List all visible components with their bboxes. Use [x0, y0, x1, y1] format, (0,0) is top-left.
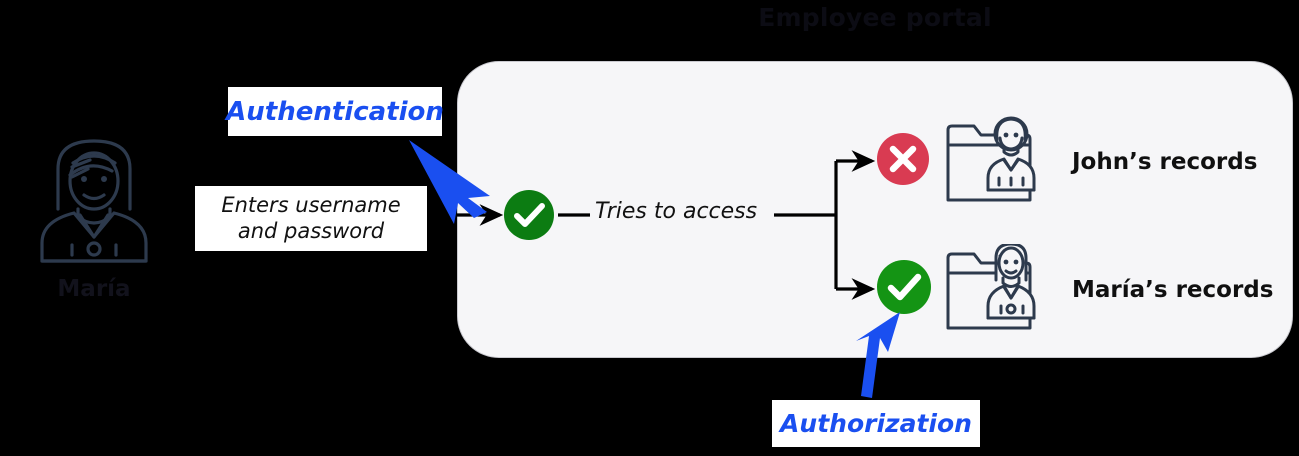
actor-name-label: María — [57, 276, 131, 302]
tries-to-access-label: Tries to access — [595, 199, 758, 224]
red-x-circle-icon — [877, 133, 929, 185]
employee-portal-title: Employee portal — [758, 3, 992, 32]
credentials-line-1: Enters username — [221, 192, 401, 217]
record-label-maria: María’s records — [1072, 277, 1274, 303]
authorization-callout: Authorization — [772, 400, 980, 447]
female-user-avatar-icon — [36, 133, 152, 265]
record-label-john: John’s records — [1072, 149, 1258, 175]
credentials-line-2: and password — [237, 218, 385, 243]
authentication-callout-label: Authentication — [226, 96, 444, 127]
green-check-circle-icon — [504, 190, 554, 240]
record-item-john: John’s records — [944, 116, 1257, 208]
folder-male-user-icon — [944, 116, 1044, 208]
authorization-callout-label: Authorization — [780, 409, 972, 438]
credentials-callout: Enters username and password — [195, 186, 427, 251]
green-check-circle-icon — [877, 260, 931, 314]
record-item-maria: María’s records — [944, 242, 1274, 336]
authentication-callout: Authentication — [226, 87, 444, 136]
employee-portal-panel — [457, 61, 1293, 358]
folder-female-user-icon — [944, 242, 1044, 336]
